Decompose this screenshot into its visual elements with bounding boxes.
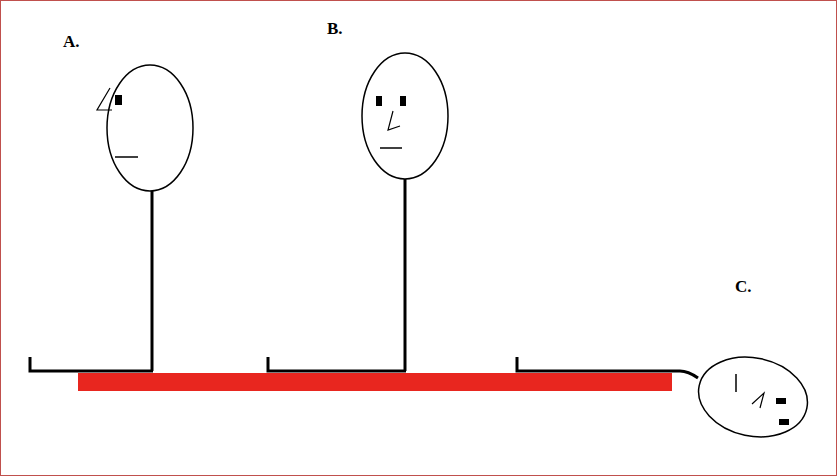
body [151, 191, 154, 371]
head [362, 53, 448, 179]
foot [30, 357, 153, 371]
mouth [735, 374, 737, 392]
body [404, 179, 407, 371]
nose [388, 111, 400, 130]
figure-c [517, 347, 815, 446]
head [691, 347, 815, 446]
body [517, 357, 698, 378]
eye [779, 419, 789, 425]
figure-letter: A. [63, 33, 80, 50]
eye [400, 96, 406, 106]
figure-a [30, 65, 193, 371]
figure-letter: C. [735, 278, 752, 295]
eye [115, 95, 122, 105]
red-bar [78, 373, 672, 391]
figure-letter: B. [327, 20, 343, 37]
foot [268, 357, 406, 371]
eye [776, 398, 786, 404]
figure-b [268, 53, 448, 371]
mouth [115, 156, 138, 158]
head [107, 65, 193, 191]
nose [752, 393, 764, 408]
nose [97, 88, 112, 110]
mouth [380, 147, 402, 149]
eye [376, 96, 382, 106]
